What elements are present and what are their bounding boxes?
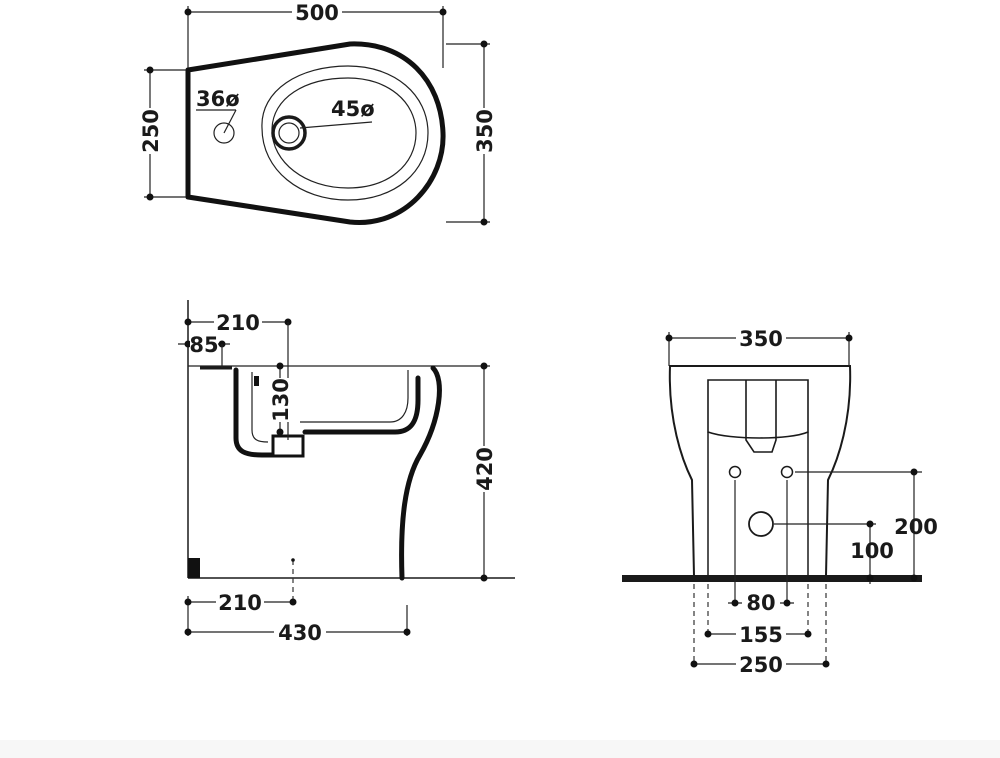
- top-depth-dim: 350: [473, 109, 497, 153]
- front-floor: [622, 575, 922, 582]
- front-foot-outer-dim: 250: [739, 653, 783, 677]
- drain-hole-inner: [278, 122, 300, 144]
- top-view: 500 250 350 36ø 45ø: [136, 0, 498, 226]
- front-width-dim: 350: [739, 327, 783, 351]
- front-fixing-spacing-dim: 80: [746, 591, 775, 615]
- front-view: 350 200 100 80 155 250: [622, 326, 938, 677]
- footer-strip: [0, 740, 1000, 758]
- top-width-dim: 500: [295, 1, 339, 25]
- top-view-outline: [185, 41, 446, 225]
- side-bowl-depth-dim: 130: [269, 378, 293, 422]
- drain-hole: [271, 115, 307, 151]
- front-body-outline: [668, 365, 852, 577]
- side-length-dim: 430: [278, 621, 322, 645]
- front-fixing-height-dim: 200: [894, 515, 938, 539]
- fixing-hole-left: [728, 465, 742, 479]
- tap-hole-dim: 36ø: [196, 87, 240, 111]
- drain-hole-dim: 45ø: [331, 97, 375, 121]
- front-rim: [707, 379, 809, 439]
- wall-fixing-block: [188, 558, 200, 578]
- tap-hole: [213, 122, 235, 144]
- top-back-height-dim: 250: [139, 109, 163, 153]
- top-view-bowl-inner: [271, 77, 417, 189]
- side-view: 210 85 130 420 210: [178, 300, 515, 645]
- side-outlet-dim: 210: [218, 591, 262, 615]
- front-outlet: [748, 511, 774, 537]
- side-inlet-dim: 210: [216, 311, 260, 335]
- top-view-bowl: [261, 65, 429, 201]
- side-body-outline: [399, 365, 442, 581]
- front-outlet-height-dim: 100: [850, 539, 894, 563]
- fixing-hole-right: [780, 465, 794, 479]
- side-basin: [233, 367, 278, 458]
- side-inlet-offset-dim: 85: [189, 333, 218, 357]
- front-foot-inner-dim: 155: [739, 623, 783, 647]
- side-height-dim: 420: [473, 447, 497, 491]
